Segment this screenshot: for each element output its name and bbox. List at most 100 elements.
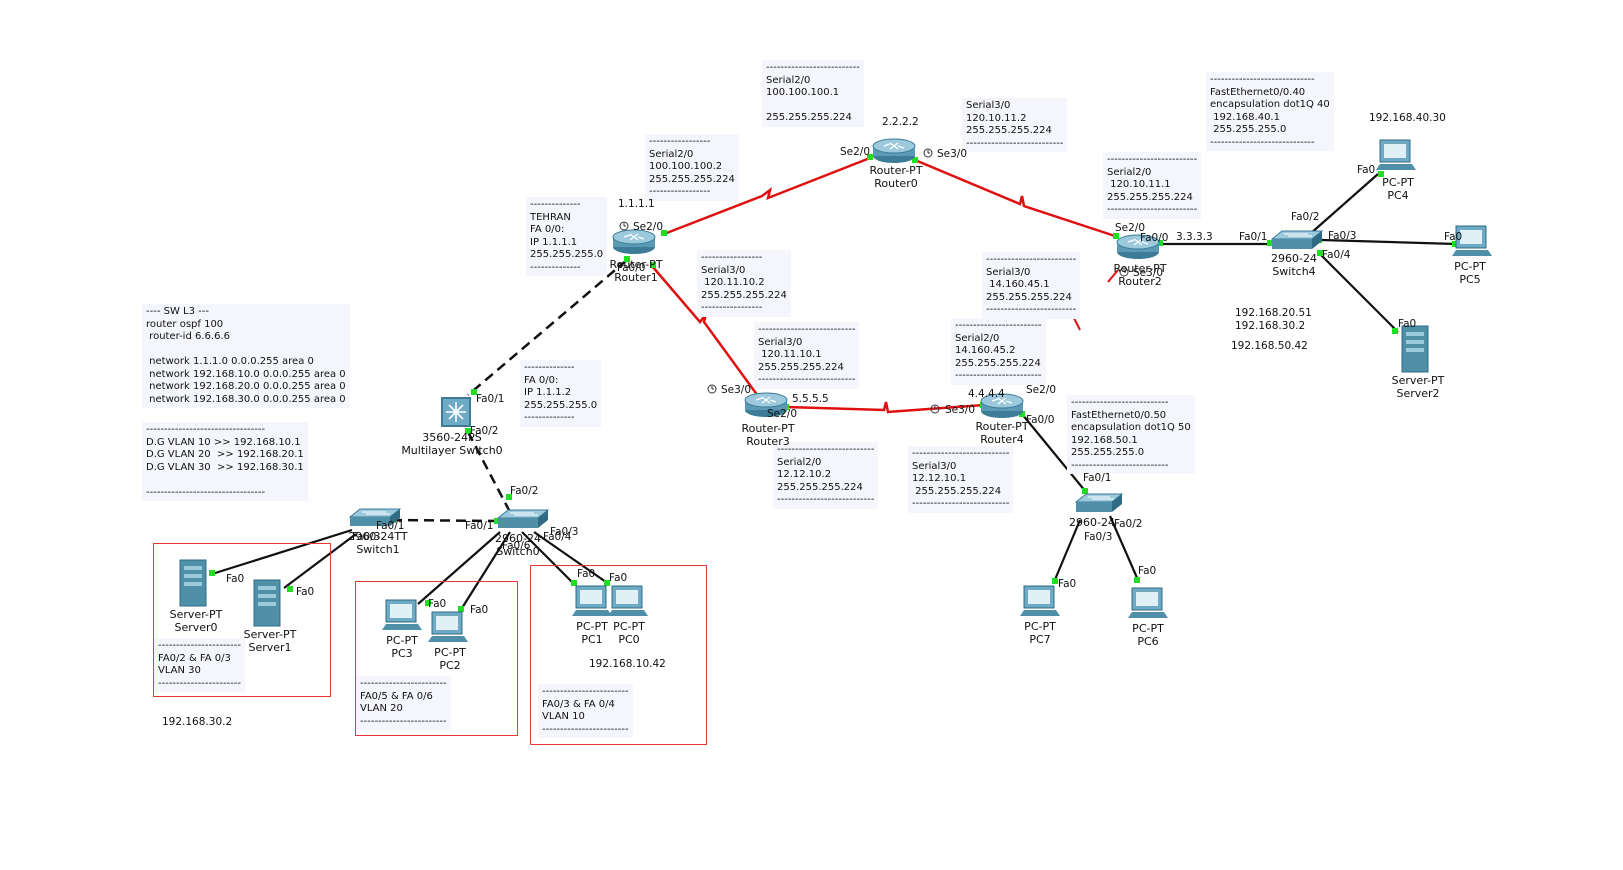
note-line: VLAN 30	[158, 665, 201, 676]
port-r1-fa00: Fa0/0	[617, 262, 646, 274]
note-line: 255.255.255.224	[758, 361, 844, 373]
router1-id: 1.1.1.1	[618, 198, 655, 210]
link-r4-switch5[interactable]	[1021, 413, 1087, 493]
note-default-gateways: ---------------------------------D.G VLA…	[142, 422, 308, 501]
note-line: D.G VLAN 20 >> 192.168.20.1	[146, 449, 304, 460]
note-line: -----------------------------	[1210, 136, 1315, 148]
link-r0-r2-serial[interactable]	[914, 158, 1119, 239]
note-line: -----------------	[649, 136, 711, 147]
link-switch1-server1[interactable]	[283, 533, 357, 589]
note-line: 255.255.255.224	[777, 481, 863, 493]
port-r1-se20: Se2/0	[633, 221, 664, 233]
router4-icon[interactable]	[980, 393, 1024, 418]
port-server1-fa0: Fa0	[296, 586, 315, 598]
link-switch1-switch0[interactable]	[391, 518, 499, 523]
note-line: D.G VLAN 30 >> 192.168.30.1	[146, 461, 304, 473]
note-line: 255.255.255.224	[966, 125, 1052, 136]
note-line: 255.255.255.224	[766, 112, 852, 123]
port-pc1-fa0: Fa0	[577, 568, 596, 580]
switch4-icon[interactable]	[1270, 230, 1324, 249]
link-switch0-pc1[interactable]	[521, 531, 575, 585]
note-line: VLAN 10	[542, 711, 585, 722]
link-r1-ml-switch0[interactable]	[467, 259, 628, 396]
server0-icon[interactable]	[179, 559, 207, 607]
link-switch0-pc2[interactable]	[461, 531, 511, 609]
port-pc0-fa0: Fa0	[609, 572, 628, 584]
note-line: ---------------------------	[912, 448, 1010, 459]
server2-icon[interactable]	[1401, 325, 1429, 373]
note-line: Serial2/0	[955, 332, 1000, 344]
link-switch4-pc5[interactable]	[1321, 238, 1457, 246]
note-line: TEHRAN	[530, 211, 571, 223]
port-r2-se30: Se3/0	[1133, 267, 1164, 279]
server1-icon[interactable]	[253, 579, 281, 627]
ip-sw4-2: 192.168.30.2	[1235, 320, 1306, 332]
router3-icon[interactable]	[744, 392, 788, 417]
note-line: 255.255.255.0	[524, 399, 598, 411]
pc1-icon[interactable]	[572, 585, 612, 616]
note-line: network 192.168.30.0 0.0.0.255 area 0	[146, 393, 346, 405]
link-switch0-pc0[interactable]	[533, 531, 607, 583]
router1-icon[interactable]	[612, 229, 656, 254]
link-switch5-pc6[interactable]	[1108, 515, 1140, 581]
router4-id: 4.4.4.4	[968, 388, 1005, 400]
switch1-icon[interactable]	[348, 508, 402, 526]
link-switch5-pc7[interactable]	[1052, 519, 1082, 583]
router0-icon[interactable]	[872, 138, 916, 163]
note-line: 100.100.100.2	[649, 161, 723, 172]
switch0-icon[interactable]	[496, 509, 550, 528]
pc0-icon[interactable]	[608, 585, 648, 616]
note-line: FA 0/0:	[524, 374, 559, 386]
multilayer-switch-icon[interactable]	[441, 397, 471, 427]
port-ml-fa01: Fa0/1	[476, 393, 505, 405]
pc3-icon[interactable]	[382, 599, 422, 630]
note-line: --------------	[524, 362, 575, 373]
link-switch0-pc3[interactable]	[417, 531, 501, 605]
note-line: ---------------------------	[1071, 397, 1169, 408]
link-r4-stub	[1073, 317, 1081, 331]
note-line: -------------------------	[1107, 154, 1198, 165]
pc7-icon[interactable]	[1020, 585, 1060, 616]
router2-icon[interactable]	[1116, 234, 1160, 259]
note-line: ---------------------------	[912, 498, 1010, 509]
note-line: 12.12.10.2	[777, 469, 832, 480]
port-pc7-fa0: Fa0	[1058, 578, 1077, 590]
pc5-icon[interactable]	[1452, 225, 1492, 256]
note-line	[766, 100, 860, 113]
note-r2-se20: -------------------------Serial2/0 120.1…	[1103, 152, 1202, 219]
link-r3-r4-serial[interactable]	[785, 401, 985, 414]
ip-sw4-1: 192.168.20.51	[1235, 307, 1312, 319]
note-r2-se30: -------------------------Serial3/0 14.16…	[982, 252, 1081, 319]
link-switch1-server0[interactable]	[211, 528, 353, 576]
note-r3-se30: ---------------------------Serial3/0 120…	[754, 322, 860, 389]
port-swc-fa04: Fa0/4	[543, 531, 572, 543]
pc6-icon[interactable]	[1128, 587, 1168, 618]
link-switch4-pc4[interactable]	[1309, 173, 1379, 235]
note-line: Serial2/0	[1107, 166, 1152, 178]
vlan10-box	[530, 565, 707, 745]
note-line: network 192.168.10.0 0.0.0.255 area 0	[146, 368, 346, 380]
switch5-icon[interactable]	[1074, 493, 1124, 512]
link-r1-r0-serial[interactable]	[663, 156, 871, 236]
link-switch4-server2[interactable]	[1319, 253, 1399, 333]
note-line: router ospf 100	[146, 318, 224, 330]
note-line: FA0/3 & FA 0/4	[542, 698, 615, 710]
note-line: -----------------	[701, 252, 763, 263]
note-line: -----------------	[649, 186, 711, 197]
ip-pc4: 192.168.40.30	[1369, 112, 1446, 124]
note-line: 255.255.255.0	[1071, 447, 1145, 458]
pc2-icon[interactable]	[428, 611, 468, 642]
note-line: FA0/2 & FA 0/3	[158, 652, 231, 664]
pc4-icon[interactable]	[1376, 139, 1416, 170]
note-line: Serial3/0	[758, 336, 803, 348]
